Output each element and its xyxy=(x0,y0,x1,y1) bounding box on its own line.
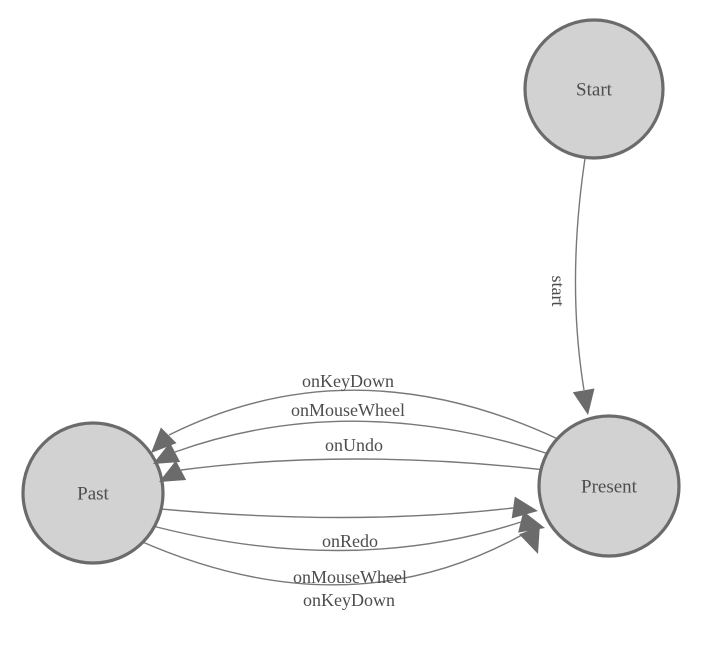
arrowhead-icon-onmousewheel-to-past xyxy=(153,442,181,464)
edge-layer xyxy=(137,151,587,586)
node-present: Present xyxy=(537,414,681,558)
node-past-label: Past xyxy=(77,484,109,505)
edge-present-to-past-onmousewheel xyxy=(174,420,553,456)
edge-label-onmousewheel-bottom: onMouseWheel xyxy=(293,567,407,587)
arrowhead-icon-start-to-present xyxy=(572,388,595,415)
arrowhead-icon-onkeydown-to-present xyxy=(519,526,540,554)
edge-label-onmousewheel-top: onMouseWheel xyxy=(291,400,405,420)
arrowhead-icon-onmousewheel-to-present xyxy=(518,511,545,533)
edge-start-to-present xyxy=(574,151,587,391)
node-present-circle xyxy=(537,414,681,558)
arrowhead-icon-onkeydown-to-past xyxy=(151,427,177,453)
edge-past-to-present-onmousewheel xyxy=(144,521,522,552)
edge-present-to-past-onkeydown xyxy=(168,389,561,441)
node-present-label: Present xyxy=(581,477,638,498)
node-past: Past xyxy=(21,421,165,565)
arrowhead-icon-onredo-to-present xyxy=(511,496,538,519)
arrowhead-icon-onundo-to-past xyxy=(159,460,187,482)
edge-past-to-present-onredo xyxy=(149,507,514,519)
edge-label-onkeydown-bottom: onKeyDown xyxy=(303,590,395,610)
edge-past-to-present-onkeydown xyxy=(137,530,530,586)
node-past-circle xyxy=(21,421,165,565)
edge-label-onundo: onUndo xyxy=(325,435,383,455)
arrowhead-layer xyxy=(151,388,595,554)
edge-label-onredo: onRedo xyxy=(322,531,378,551)
edge-label-start: start xyxy=(548,276,568,307)
edge-present-to-past-onundo xyxy=(180,458,546,471)
node-start: Start xyxy=(523,18,665,160)
edge-label-onkeydown-top: onKeyDown xyxy=(302,371,394,391)
edge-label-layer: start onKeyDown onMouseWheel onUndo onRe… xyxy=(291,276,568,611)
node-start-label: Start xyxy=(576,80,613,101)
node-start-circle xyxy=(523,18,665,160)
